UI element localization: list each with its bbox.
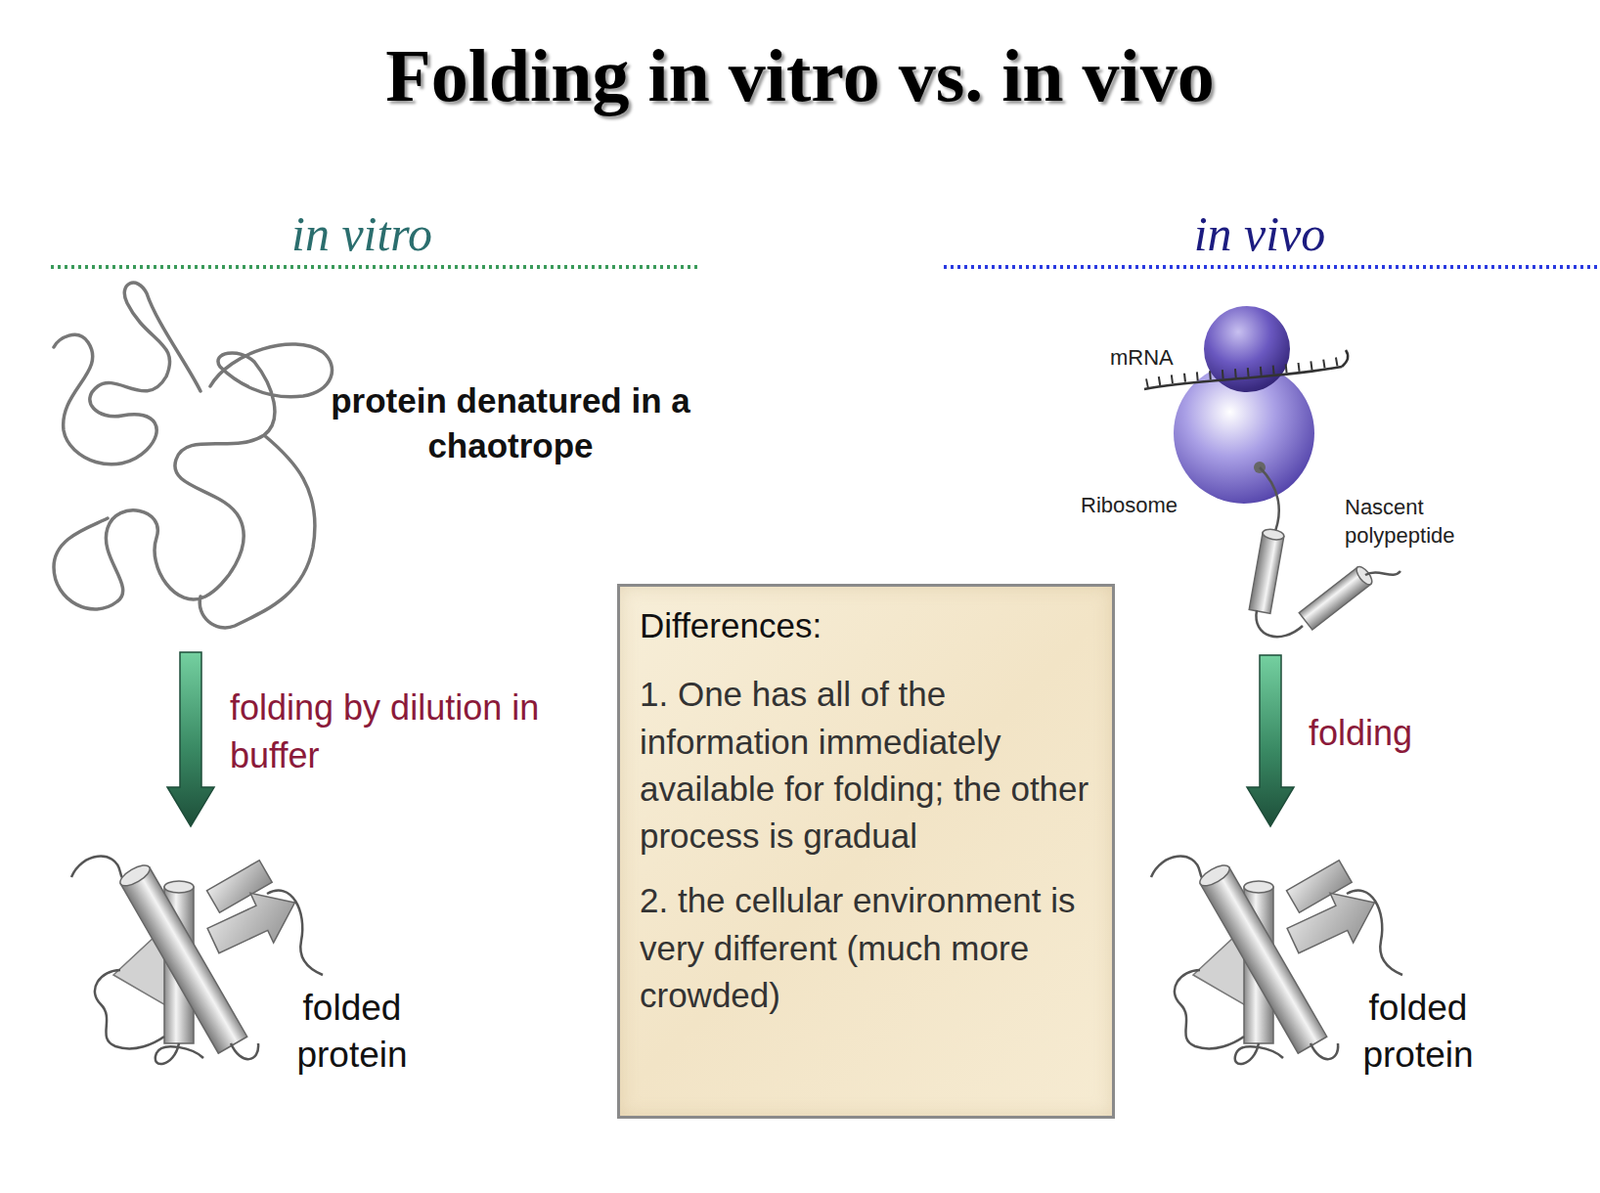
box-heading: Differences: xyxy=(639,602,1093,650)
folded-protein-art xyxy=(1151,856,1403,1066)
folded-protein: folded protein xyxy=(58,836,450,1086)
denatured-chain xyxy=(53,282,333,628)
folded-protein: folded protein xyxy=(1139,836,1531,1086)
folding-arrow xyxy=(1246,655,1294,827)
node-text: Nascent polypeptide xyxy=(1344,493,1492,550)
mrna-bases xyxy=(1146,360,1342,384)
node-text: 1. One has all of the information immedi… xyxy=(639,670,1093,860)
node-text: protein denatured in a chaotrope xyxy=(329,378,692,468)
nascent-helix xyxy=(1298,564,1375,630)
edge-label: folding xyxy=(1308,710,1524,758)
differences-box: Differences: 1. One has all of the inform… xyxy=(617,583,1115,1119)
ribosome: mRNA Ribosome Nascent polypeptide xyxy=(1075,293,1497,646)
node-text: 2. the cellular environment is very diff… xyxy=(639,877,1093,1020)
node-text: Ribosome xyxy=(1080,491,1189,521)
node-text: mRNA xyxy=(1110,344,1189,373)
mrna-strand xyxy=(1144,366,1342,390)
node-text: folded protein xyxy=(1334,984,1502,1079)
mrna-end xyxy=(1341,350,1348,367)
dotted-rule xyxy=(50,265,701,269)
section-heading: in vivo xyxy=(1064,207,1456,262)
nascent-chain xyxy=(1259,467,1280,536)
dotted-rule xyxy=(943,265,1600,269)
folded-protein-art xyxy=(71,856,323,1066)
nascent-chain xyxy=(1365,571,1401,576)
denatured-protein: protein denatured in a chaotrope xyxy=(50,280,697,643)
node-text: folded protein xyxy=(268,984,436,1079)
page-title: Folding in vitro vs. in vivo xyxy=(0,35,1600,118)
folding-arrow xyxy=(167,652,215,827)
section-heading: in vitro xyxy=(166,207,558,262)
nascent-helix xyxy=(1248,528,1285,615)
nascent-chain xyxy=(1255,610,1303,637)
edge-label: folding by dilution in buffer xyxy=(229,684,573,781)
